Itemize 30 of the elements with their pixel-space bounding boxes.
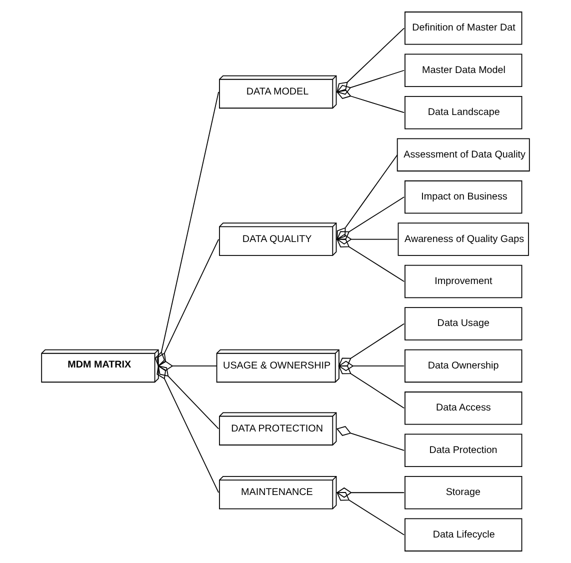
connector	[338, 360, 405, 372]
node-box: Definition of Master Dat	[404, 12, 522, 45]
connector	[336, 487, 405, 498]
connector	[336, 234, 398, 244]
node-box: Data Lifecycle	[404, 518, 522, 552]
connector	[156, 365, 220, 494]
connector	[336, 238, 405, 282]
connector	[336, 426, 405, 451]
connector	[336, 28, 405, 92]
node-box: Data Ownership	[404, 349, 522, 383]
node-box: Improvement	[404, 264, 522, 298]
node-box: Data Protection	[404, 434, 522, 468]
node-box: Impact on Business	[404, 180, 522, 214]
node-box: Storage	[404, 476, 522, 510]
connector	[158, 360, 218, 372]
connector	[336, 196, 405, 240]
node-box: Data Landscape	[404, 96, 522, 130]
node-box: Master Data Model	[404, 54, 522, 87]
connector	[336, 492, 405, 536]
connector	[336, 89, 405, 114]
node-box: Awareness of Quality Gaps	[398, 222, 529, 256]
node-box: Assessment of Data Quality	[396, 138, 530, 172]
connector	[338, 323, 405, 366]
connector	[336, 70, 405, 95]
connector	[336, 154, 398, 240]
node-box: Data Access	[404, 392, 522, 425]
node-box: Data Usage	[404, 307, 522, 340]
connector	[158, 365, 220, 430]
connector	[156, 238, 220, 367]
connector	[338, 365, 405, 409]
